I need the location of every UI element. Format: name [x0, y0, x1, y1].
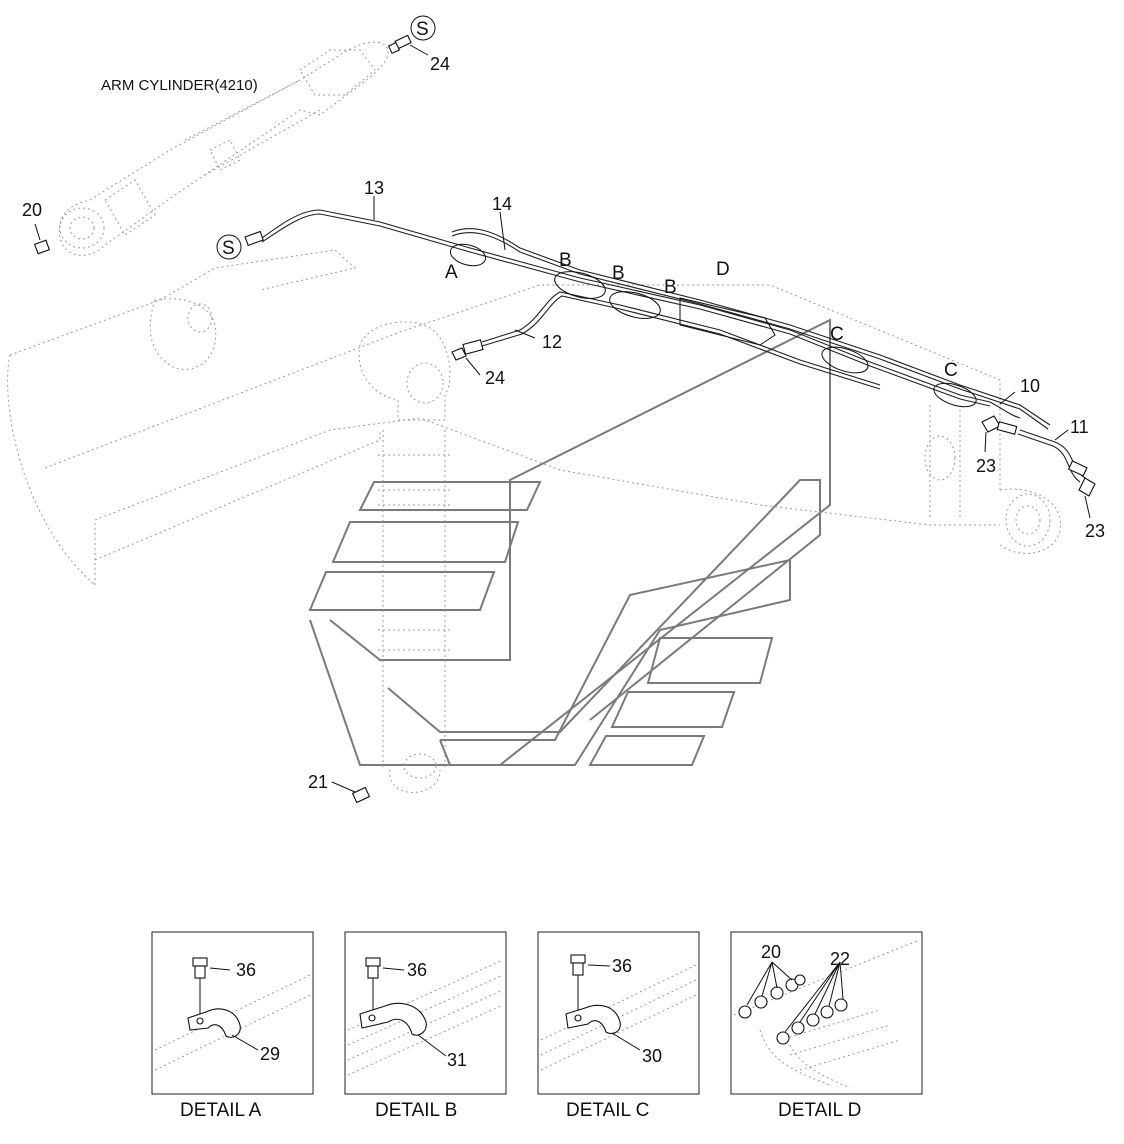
detail-c-caption: DETAIL C: [566, 1100, 649, 1121]
pipe-13: [261, 209, 991, 407]
detail-b-box: 36 31 DETAIL B: [344, 931, 507, 1121]
callout-13: 13: [364, 178, 384, 198]
detail-d-fitting-22-callout: 22: [830, 949, 850, 969]
detail-a-bolt-callout: 36: [236, 960, 256, 980]
detail-marker-b1: B: [559, 250, 572, 271]
pipe-14: [451, 228, 1051, 430]
detail-markers: A B B B D C C: [445, 250, 958, 381]
fitting-end-12: [451, 339, 484, 361]
callout-23-upper: 23: [976, 456, 996, 476]
detail-marker-b3: B: [664, 277, 677, 298]
arm-structure-outline: [7, 249, 1061, 586]
detail-d-caption: DETAIL D: [778, 1100, 861, 1121]
detail-b-bolt-callout: 36: [407, 960, 427, 980]
leader-lines: [34, 44, 1091, 793]
clamp-markers: [449, 243, 977, 408]
fitting-23-upper: [981, 415, 1018, 435]
callout-24-top: 24: [430, 54, 450, 74]
fitting-24-top: [387, 34, 412, 55]
watermark-logo: [308, 318, 831, 766]
fitting-end-s: [244, 230, 264, 247]
pipe-12: [481, 291, 881, 390]
detail-b-clamp-callout: 31: [447, 1050, 467, 1070]
fitting-group-22: [776, 998, 848, 1045]
callout-20: 20: [22, 200, 42, 220]
fitting-20: [33, 239, 51, 255]
arm-cylinder: [59, 41, 389, 256]
pipe-10: [989, 401, 1021, 419]
callout-10: 10: [1020, 376, 1040, 396]
fitting-group-20: [738, 974, 806, 1019]
detail-marker-b2: B: [612, 263, 625, 284]
callout-12: 12: [542, 332, 562, 352]
detail-d-fitting-20-callout: 20: [761, 942, 781, 962]
fitting-21: [351, 786, 371, 804]
fitting-23-lower: [1067, 460, 1096, 497]
callout-14: 14: [492, 194, 512, 214]
detail-a-clamp-callout: 29: [260, 1044, 280, 1064]
section-marks: S S: [216, 15, 436, 260]
callout-24-mid: 24: [485, 368, 505, 388]
detail-a-box: 36 29 DETAIL A: [151, 931, 314, 1121]
section-mark-s-top: S: [416, 19, 429, 40]
section-mark-s-left: S: [222, 238, 235, 259]
detail-marker-c2: C: [944, 360, 958, 381]
detail-c-clamp-callout: 30: [642, 1046, 662, 1066]
detail-marker-d: D: [716, 259, 730, 280]
callout-23-lower: 23: [1085, 521, 1105, 541]
callout-21: 21: [308, 772, 328, 792]
detail-marker-a: A: [445, 262, 458, 283]
arm-cylinder-label: ARM CYLINDER(4210): [101, 77, 258, 94]
detail-marker-c1: C: [830, 324, 844, 345]
callout-11: 11: [1070, 417, 1089, 437]
callouts: ARM CYLINDER(4210) 24 13 14 20 12 24 10 …: [22, 54, 1105, 792]
detail-a-caption: DETAIL A: [180, 1100, 262, 1121]
detail-c-bolt-callout: 36: [612, 956, 632, 976]
detail-d-box: 20 22 DETAIL D: [730, 931, 923, 1121]
detail-c-box: 36 30 DETAIL C: [537, 931, 700, 1121]
detail-b-caption: DETAIL B: [375, 1100, 457, 1121]
pipe-11: [1017, 429, 1086, 483]
bucket-cylinder: [358, 321, 452, 793]
